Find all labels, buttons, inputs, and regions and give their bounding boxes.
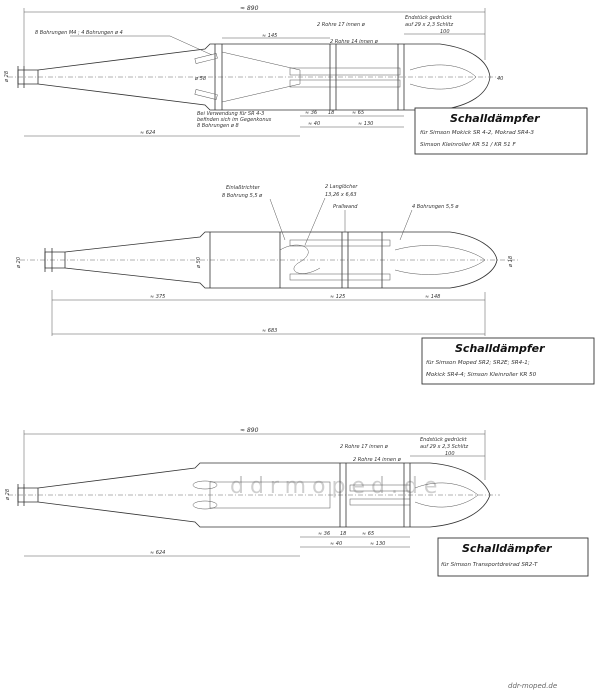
title-1: Schalldämpfer: [450, 112, 540, 125]
dim-36: ≈ 36: [305, 110, 317, 116]
label-langloecher-mass: 13,26 x 6,63: [325, 192, 357, 198]
dim-d18: ø 18: [508, 256, 514, 268]
dim-36-3: ≈ 36: [318, 531, 330, 537]
dim-130: ≈ 130: [358, 121, 373, 127]
dim-65: ≈ 65: [352, 110, 364, 116]
dim-624-3: ≈ 624: [150, 550, 165, 556]
dim-d40: 40: [497, 76, 503, 82]
note-sr4-3-line3: 8 Bohrungen ø 8: [197, 123, 239, 129]
dim-d50: ø 50: [196, 257, 202, 269]
drawing-sr2-t: ≈ 890 2 Rohre 17 innen ø Endstück gedrüc…: [5, 427, 589, 577]
dim-d20: ø 20: [16, 257, 22, 269]
muffler-body-3: [17, 462, 491, 528]
label-endstueck-schlitz: auf 29 x 2,3 Schlitz: [405, 22, 453, 28]
label-4-bohrungen: 4 Bohrungen 5,5 ø: [412, 204, 459, 210]
dim-length-total: ≈ 890: [240, 5, 259, 12]
dim-d58: ø 58: [194, 76, 206, 82]
dim-100: 100: [440, 29, 450, 35]
dim-65-3: ≈ 65: [362, 531, 374, 537]
title-block-2: Schalldämpfer für Simson Moped SR2; SR2E…: [421, 337, 595, 385]
label-endstueck: Endstück gedrückt: [405, 15, 453, 21]
subtitle-3-line1: für Simson Transportdreirad SR2-T: [441, 562, 538, 568]
subtitle-1-line1: für Simson Mokick SR 4-2, Mokrad SR4-3: [420, 130, 534, 136]
note-sr4-3-line2: befinden sich im Gegenkonus: [197, 117, 272, 123]
dim-length-total-3: ≈ 890: [240, 427, 259, 434]
drawing-sr4-2: ≈ 890 8 Bohrungen M4 ; 4 Bohrungen ø 4 2…: [4, 5, 588, 155]
label-rohre-14-3: 2 Rohre 14 innen ø: [353, 457, 402, 463]
dim-624: ≈ 624: [140, 130, 155, 136]
title-3: Schalldämpfer: [462, 542, 552, 555]
muffler-body-2: [44, 231, 498, 289]
subtitle-1-line2: Simson Kleinroller KR 51 / KR 51 F: [420, 142, 516, 148]
footer-source: ddr-moped.de: [508, 682, 557, 690]
dim-d28: ø 28: [4, 71, 10, 83]
label-rohre-14: 2 Rohre 14 innen ø: [330, 39, 379, 45]
label-langloecher: 2 Langlöcher: [325, 184, 358, 190]
label-einlass-bohrung: 8 Bohrung 5,5 ø: [222, 193, 263, 199]
drawing-sr2: Einlaßtrichter 8 Bohrung 5,5 ø 2 Langlöc…: [16, 184, 595, 385]
dim-148: ≈ 148: [425, 294, 440, 300]
dim-100-3: 100: [445, 451, 455, 457]
label-rohre-17: 2 Rohre 17 innen ø: [317, 22, 366, 28]
dim-40-3: ≈ 40: [330, 541, 342, 547]
dim-40: ≈ 40: [308, 121, 320, 127]
label-bohrungen: 8 Bohrungen M4 ; 4 Bohrungen ø 4: [35, 30, 123, 36]
title-block-1: Schalldämpfer für Simson Mokick SR 4-2, …: [414, 107, 588, 155]
label-endstueck-schlitz-3: auf 29 x 2,3 Schlitz: [420, 444, 468, 450]
subtitle-2-line2: Mokick SR4-4; Simson Kleinroller KR 50: [426, 372, 537, 378]
dim-145: ≈ 145: [262, 33, 277, 39]
dim-d28-3: ø 28: [5, 489, 11, 501]
dim-375: ≈ 375: [150, 294, 165, 300]
note-sr4-3-line1: Bei Verwendung für SR 4-3: [197, 111, 264, 117]
title-block-3: Schalldämpfer für Simson Transportdreira…: [437, 537, 589, 577]
dim-18: 18: [328, 110, 334, 116]
subtitle-2-line1: für Simson Moped SR2; SR2E; SR4-1;: [426, 360, 530, 366]
label-prallwand: Prallwand: [333, 204, 358, 210]
label-rohre-17-3: 2 Rohre 17 innen ø: [340, 444, 389, 450]
dim-18-3: 18: [340, 531, 346, 537]
title-2: Schalldämpfer: [455, 342, 545, 355]
dim-125: ≈ 125: [330, 294, 345, 300]
label-endstueck-3: Endstück gedrückt: [420, 437, 468, 443]
label-einlass: Einlaßtrichter: [226, 185, 261, 191]
dim-683: ≈ 683: [262, 328, 277, 334]
dim-130-3: ≈ 130: [370, 541, 385, 547]
